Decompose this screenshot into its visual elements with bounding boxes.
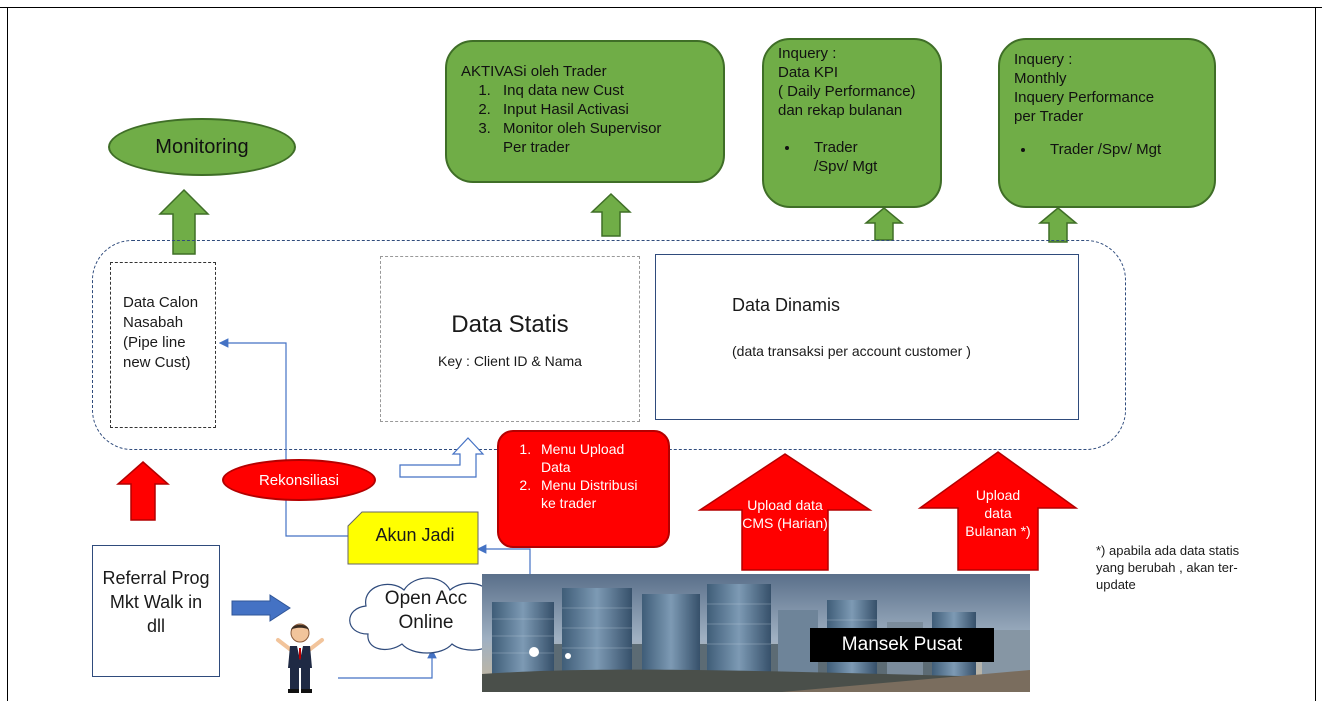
red-up-arrow-left: [116, 461, 170, 521]
rekonsiliasi-ellipse: Rekonsiliasi: [222, 459, 376, 501]
akun-jadi-shape: [347, 511, 479, 565]
aktivasi-item: Monitor oleh Supervisor Per trader: [495, 119, 673, 157]
connector-person-to-openacc: [338, 648, 437, 679]
akun-jadi-label: Akun Jadi: [375, 525, 455, 545]
data-statis-title: Data Statis: [451, 311, 569, 338]
person-icon: [276, 623, 324, 693]
inquery-kpi-line: ( Daily Performance): [778, 83, 916, 100]
up-arrow-monitoring: [158, 188, 210, 255]
inquery-kpi-line: dan rekap bulanan: [778, 102, 903, 119]
inquery-kpi-bullet: Trader /Spv/ Mgt: [800, 138, 894, 176]
inquery-monthly-line: Inquery :: [1014, 51, 1073, 68]
aktivasi-item: Inq data new Cust: [495, 81, 709, 100]
city-skyline-image: [482, 574, 1030, 692]
up-arrow-aktivasi: [590, 192, 632, 237]
inquery-kpi-line: Data KPI: [778, 64, 839, 81]
rekonsiliasi-label: Rekonsiliasi: [258, 471, 340, 489]
menu-list: Menu Upload Data Menu Distribusi ke trad…: [507, 440, 660, 512]
mansek-label-bg: [810, 628, 994, 662]
connector-rekonsiliasi: [218, 338, 350, 537]
inquery-monthly-line: Monthly: [1014, 70, 1067, 87]
monitoring-label: Monitoring: [155, 135, 249, 158]
inquery-kpi-line: Inquery :: [778, 45, 837, 62]
data-statis-key: Key : Client ID & Nama: [438, 353, 582, 369]
upload-bulanan-label: Upload data Bulanan *): [965, 487, 1031, 539]
inquery-monthly-bullets: Trader /Spv/ Mgt: [1014, 140, 1200, 159]
upload-cms-label: Upload data CMS (Harian): [742, 497, 828, 531]
frame-right-line: [1315, 7, 1316, 701]
inquery-monthly-line: per Trader: [1014, 108, 1084, 125]
up-arrow-monthly: [1037, 207, 1079, 243]
aktivasi-list: Inq data new Cust Input Hasil Activasi M…: [461, 81, 709, 157]
menu-item: Menu Distribusi ke trader: [535, 476, 641, 512]
data-calon-text: Data Calon Nasabah (Pipe line new Cust): [123, 294, 199, 371]
inquery-kpi-bullets: Trader /Spv/ Mgt: [778, 138, 926, 176]
blue-right-arrow: [231, 594, 291, 622]
upload-cms-arrow: [697, 453, 873, 571]
aktivasi-box: AKTIVASi oleh Trader Inq data new Cust I…: [445, 40, 725, 183]
aktivasi-item: Input Hasil Activasi: [495, 100, 709, 119]
data-calon-box: Data Calon Nasabah (Pipe line new Cust): [110, 262, 216, 428]
data-statis-box: Data Statis Key : Client ID & Nama: [380, 256, 640, 422]
note-text: *) apabila ada data statis yang berubah …: [1096, 543, 1240, 592]
aktivasi-title: AKTIVASi oleh Trader: [461, 63, 607, 80]
mansek-label: Mansek Pusat: [841, 634, 963, 655]
data-dinamis-desc: (data transaksi per account customer ): [732, 343, 971, 359]
data-dinamis-title: Data Dinamis: [732, 295, 841, 315]
connector-open-to-akun: [476, 544, 531, 578]
inquery-monthly-box: Inquery : Monthly Inquery Performance pe…: [998, 38, 1216, 208]
frame-left-line: [7, 7, 8, 701]
upload-bulanan-arrow: [917, 451, 1079, 571]
open-acc-label: Open Acc Online: [384, 588, 468, 633]
bent-arrow-to-statis: [399, 437, 485, 478]
referral-box: Referral Prog Mkt Walk in dll: [92, 545, 220, 677]
monitoring-ellipse: Monitoring: [108, 118, 296, 176]
inquery-kpi-box: Inquery : Data KPI ( Daily Performance) …: [762, 38, 942, 208]
menu-box: Menu Upload Data Menu Distribusi ke trad…: [497, 430, 670, 548]
referral-text: Referral Prog Mkt Walk in dll: [102, 568, 210, 636]
data-dinamis-box: Data Dinamis (data transaksi per account…: [655, 254, 1079, 420]
inquery-monthly-bullet: Trader /Spv/ Mgt: [1036, 140, 1200, 159]
inquery-monthly-line: Inquery Performance: [1014, 89, 1155, 106]
menu-item: Menu Upload Data: [535, 440, 641, 476]
frame-top-line: [0, 7, 1322, 8]
